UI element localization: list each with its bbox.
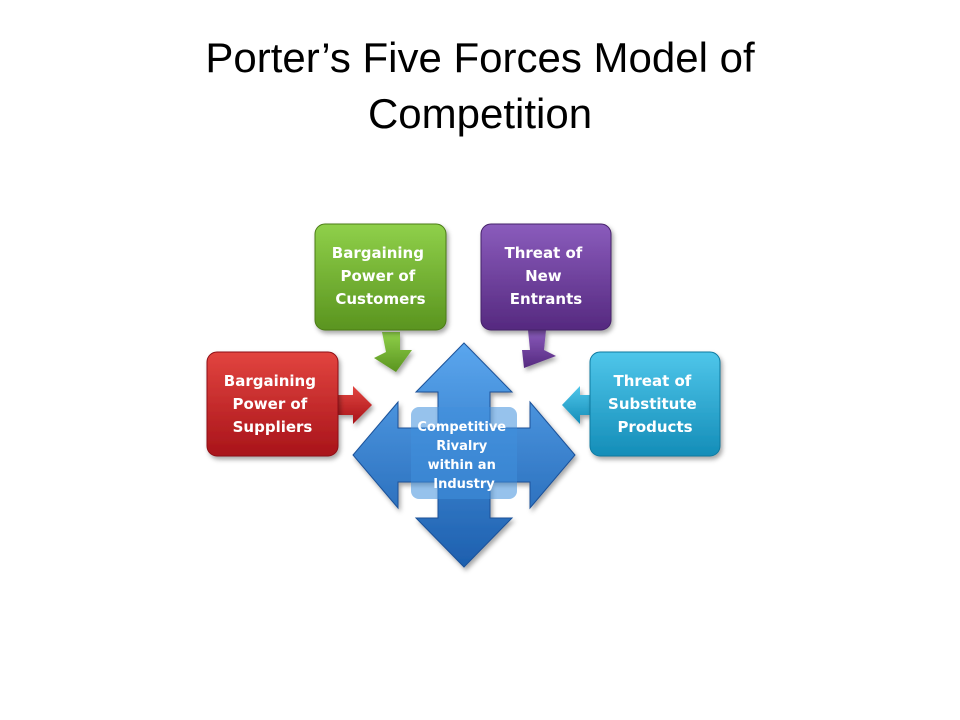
suppliers-line-3: Suppliers	[233, 418, 313, 436]
suppliers-line-1: Bargaining	[224, 372, 316, 390]
center-text-panel	[411, 407, 517, 499]
new-entrants-line-1: Threat of	[504, 244, 582, 262]
force-box-customers: Bargaining Power of Customers	[314, 223, 447, 331]
substitutes-line-1: Threat of	[613, 372, 691, 390]
svg-text:Bargaining Power of: Bargaining Power of Suppliers	[224, 372, 321, 436]
center-label: Competitive Rivalry within an Industry	[417, 420, 510, 492]
new-entrants-line-2: New	[525, 267, 562, 285]
arrow-customers-to-center	[374, 332, 412, 372]
arrow-substitutes-to-center	[562, 386, 590, 424]
svg-text:Threat of Substitute: Threat of Substitute Products	[608, 372, 702, 436]
new-entrants-line-3: Entrants	[510, 290, 582, 308]
substitutes-line-2: Substitute	[608, 395, 697, 413]
center-label-line-2: Rivalry	[436, 439, 488, 454]
customers-line-3: Customers	[335, 290, 425, 308]
suppliers-line-2: Power of	[232, 395, 307, 413]
center-label-line-1: Competitive	[417, 420, 506, 435]
force-box-suppliers: Bargaining Power of Suppliers	[206, 351, 339, 457]
title-line-1: Porter’s Five Forces Model of	[205, 34, 755, 81]
arrow-entrants-to-center	[522, 330, 556, 368]
title-line-2: Competition	[367, 90, 593, 137]
slide-title: Porter’s Five Forces Model of Competitio…	[0, 30, 960, 142]
svg-text:Threat of New: Threat of New Entrants	[504, 244, 587, 308]
center-label-line-4: Industry	[433, 477, 495, 492]
arrow-suppliers-to-center	[338, 386, 372, 424]
force-box-new-entrants: Threat of New Entrants	[480, 223, 612, 331]
svg-text:Bargaining Power of: Bargaining Power of Customers	[332, 244, 429, 308]
customers-line-2: Power of	[340, 267, 415, 285]
customers-line-1: Bargaining	[332, 244, 424, 262]
force-box-substitutes: Threat of Substitute Products	[589, 351, 721, 457]
center-label-line-3: within an	[428, 458, 496, 473]
substitutes-line-3: Products	[617, 418, 692, 436]
